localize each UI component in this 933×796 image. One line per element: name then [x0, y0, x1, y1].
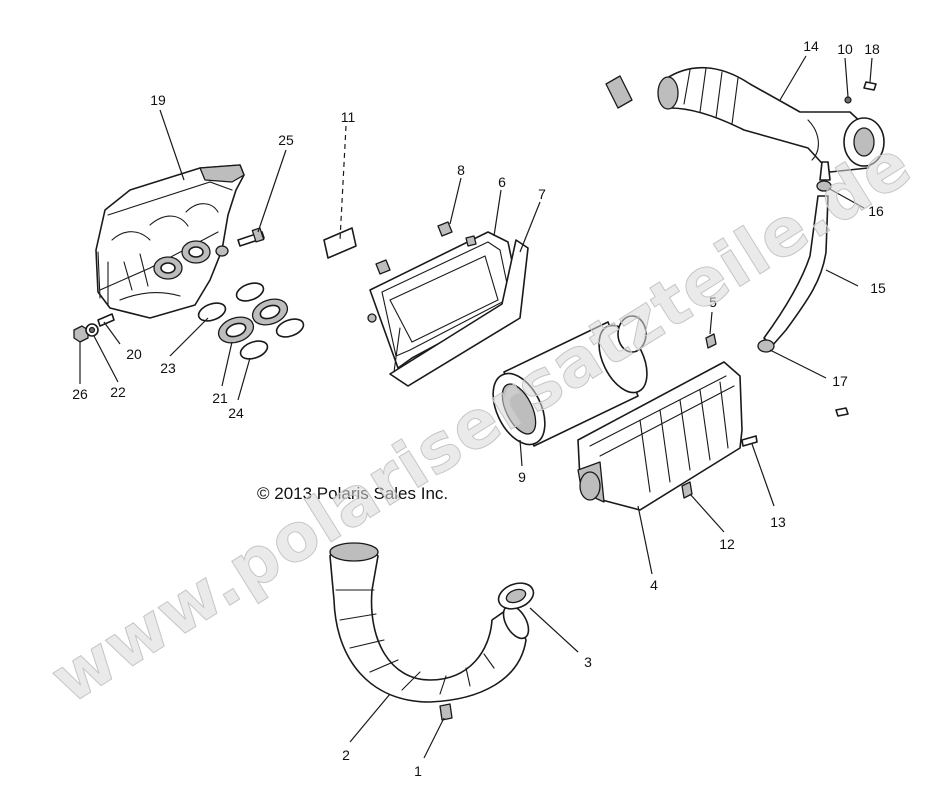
part-24-clamp [239, 318, 305, 360]
part-4-airbox-base [577, 361, 743, 511]
callout-12: 12 [719, 536, 735, 552]
part-26-nut [73, 325, 89, 343]
callout-19: 19 [150, 92, 166, 108]
part-16-clamp [816, 180, 832, 192]
part-15-hose [763, 195, 829, 347]
part-25-bolt [237, 227, 265, 247]
callout-3: 3 [584, 654, 592, 670]
callout-4: 4 [650, 577, 658, 593]
part-23-clamp [197, 282, 265, 322]
callout-25: 25 [278, 132, 294, 148]
callout-1: 1 [414, 763, 422, 779]
part-9-air-filter [492, 315, 648, 447]
callout-24: 24 [228, 405, 244, 421]
part-10-grommet [844, 96, 852, 104]
callout-14: 14 [803, 38, 819, 54]
callout-6: 6 [498, 174, 506, 190]
part-22-washer [85, 323, 99, 337]
callout-23: 23 [160, 360, 176, 376]
callout-22: 22 [110, 384, 126, 400]
part-2-lower-intake-tube [329, 542, 530, 703]
callout-15: 15 [870, 280, 886, 296]
callout-16: 16 [868, 203, 884, 219]
callout-numbers: 1 2 3 4 5 6 7 8 9 10 11 12 13 14 15 16 1… [72, 38, 886, 779]
loose-screw [835, 407, 849, 417]
part-21-coupler [217, 298, 289, 344]
leader-lines [79, 55, 873, 759]
part-3-clamp [497, 582, 535, 610]
callout-5: 5 [709, 294, 717, 310]
part-5-clip [705, 333, 717, 349]
part-11-decal [323, 227, 357, 259]
callout-10: 10 [837, 41, 853, 57]
part-13-screw [741, 435, 758, 447]
callout-17: 17 [832, 373, 848, 389]
callout-20: 20 [126, 346, 142, 362]
part-12-drain [681, 481, 693, 499]
part-25-washer [215, 245, 229, 257]
part-14-intake-duct [657, 66, 885, 181]
callout-2: 2 [342, 747, 350, 763]
part-19-intake-housing [95, 164, 245, 319]
callout-26: 26 [72, 386, 88, 402]
callout-13: 13 [770, 514, 786, 530]
part-14-clamp [605, 75, 633, 109]
callout-18: 18 [864, 41, 880, 57]
callout-9: 9 [518, 469, 526, 485]
part-17-clamp [757, 339, 775, 353]
part-1-plug [439, 703, 453, 721]
part-8-clip [375, 221, 477, 275]
callout-21: 21 [212, 390, 228, 406]
copyright-notice: © 2013 Polaris Sales Inc. [257, 484, 448, 503]
part-7-gasket [389, 239, 529, 387]
callout-11: 11 [341, 109, 356, 125]
callout-8: 8 [457, 162, 465, 178]
part-20-stud [97, 313, 115, 327]
callout-7: 7 [538, 186, 546, 202]
part-18-screw [863, 81, 877, 91]
